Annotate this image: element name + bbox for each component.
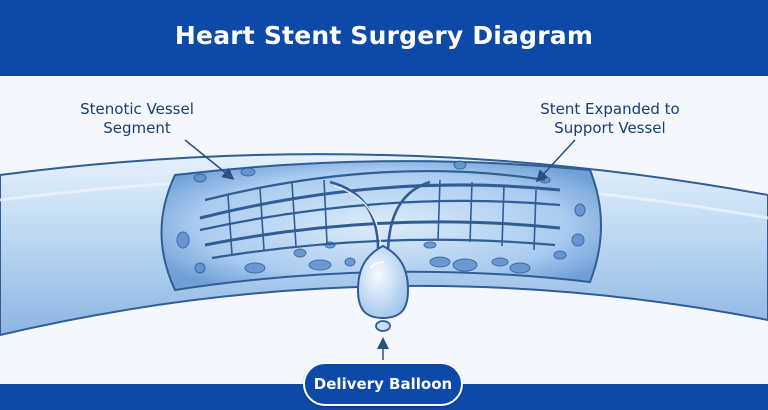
pointer-stenotic xyxy=(184,139,235,180)
plaque-particles xyxy=(176,160,586,274)
pointer-stent xyxy=(535,139,576,183)
label-stenotic-text: Stenotic Vessel Segment xyxy=(80,100,194,137)
diagram-title: Heart Stent Surgery Diagram xyxy=(174,20,594,50)
vessel-lumen xyxy=(160,160,602,292)
label-stent-text: Stent Expanded to Support Vessel xyxy=(540,100,680,137)
delivery-balloon-shape xyxy=(356,244,410,332)
delivery-balloon-text: Delivery Balloon xyxy=(313,375,453,393)
label-stent-expanded: Stent Expanded to Support Vessel xyxy=(520,100,700,138)
label-stenotic-vessel-segment: Stenotic Vessel Segment xyxy=(52,100,222,138)
stent-mesh xyxy=(199,169,561,260)
catheter-wires xyxy=(329,180,431,256)
delivery-balloon-label: Delivery Balloon xyxy=(303,362,463,406)
title-banner: Heart Stent Surgery Diagram xyxy=(0,0,768,76)
